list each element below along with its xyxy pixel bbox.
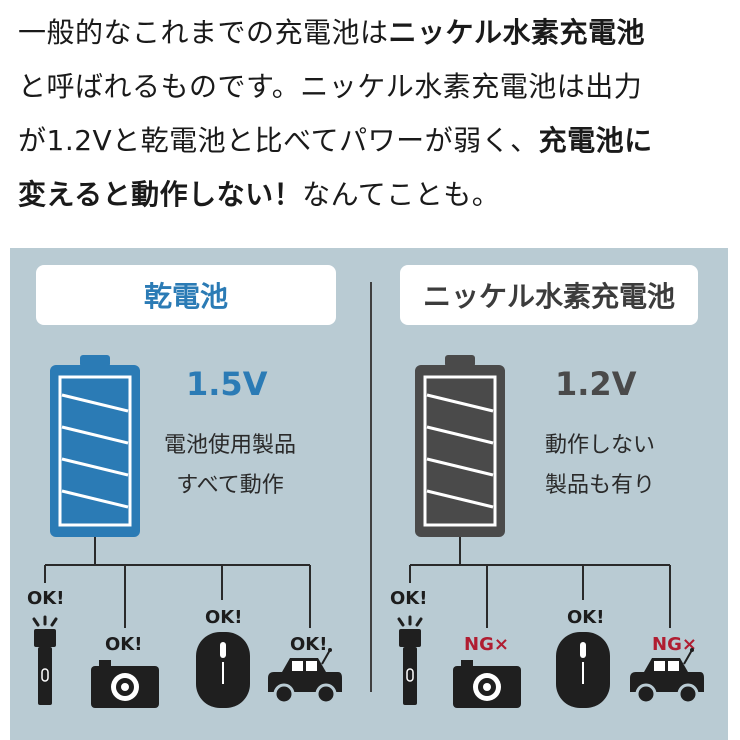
dry-battery-label: 乾電池 <box>36 265 336 325</box>
intro-line-4-text: なんてことも。 <box>302 178 501 211</box>
dry-battery-icon <box>50 355 140 537</box>
flashlight-status-badge: OK! <box>27 588 65 609</box>
dry-battery-voltage: 1.5V <box>186 365 268 403</box>
mouse-status-badge: OK! <box>205 607 243 628</box>
intro-line-4-emphasis: 変えると動作しない！ <box>18 178 303 211</box>
intro-line-2: と呼ばれるものです。ニッケル水素充電池は出力 <box>18 70 643 103</box>
camera-icon <box>453 660 521 708</box>
intro-line-1: 一般的なこれまでの充電池はニッケル水素充電池 <box>18 6 733 60</box>
intro-line-1-text: 一般的なこれまでの充電池は <box>18 16 389 49</box>
intro-line-3-text: が1.2Vと乾電池と比べてパワーが弱く、 <box>18 124 539 157</box>
mouse-icon <box>556 632 610 708</box>
camera-status-badge: NG× <box>464 634 509 655</box>
mouse-status-badge: OK! <box>567 607 605 628</box>
camera-icon <box>91 660 159 708</box>
nimh-battery-desc-line-1: 動作しない <box>544 433 655 458</box>
intro-line-1-emphasis: ニッケル水素充電池 <box>388 16 646 49</box>
nimh-battery-desc-line-2: 製品も有り <box>544 473 655 498</box>
intro-line-3-emphasis: 充電池に <box>538 124 653 157</box>
car-icon <box>630 648 704 705</box>
car-status-badge: OK! <box>290 634 328 655</box>
dry-battery-desc-line-2: すべて動作 <box>176 473 284 498</box>
flashlight-icon <box>32 615 58 705</box>
car-icon <box>268 648 342 705</box>
intro-line-3: が1.2Vと乾電池と比べてパワーが弱く、充電池に <box>18 114 733 168</box>
car-status-badge: NG× <box>652 634 697 655</box>
dry-battery-desc: 電池使用製品 すべて動作 <box>150 426 310 506</box>
intro-text: 一般的なこれまでの充電池はニッケル水素充電池 と呼ばれるものです。ニッケル水素充… <box>18 6 733 222</box>
camera-status-badge: OK! <box>105 634 143 655</box>
intro-line-4: 変えると動作しない！なんてことも。 <box>18 168 733 222</box>
nimh-battery-icon <box>415 355 505 537</box>
nimh-battery-label: ニッケル水素充電池 <box>400 265 698 325</box>
mouse-icon <box>196 632 250 708</box>
flashlight-status-badge: OK! <box>390 588 428 609</box>
nimh-battery-desc: 動作しない 製品も有り <box>520 426 680 506</box>
dry-battery-desc-line-1: 電池使用製品 <box>163 433 296 458</box>
nimh-battery-voltage: 1.2V <box>555 365 637 403</box>
flashlight-icon <box>397 615 423 705</box>
panel-divider <box>370 282 372 692</box>
